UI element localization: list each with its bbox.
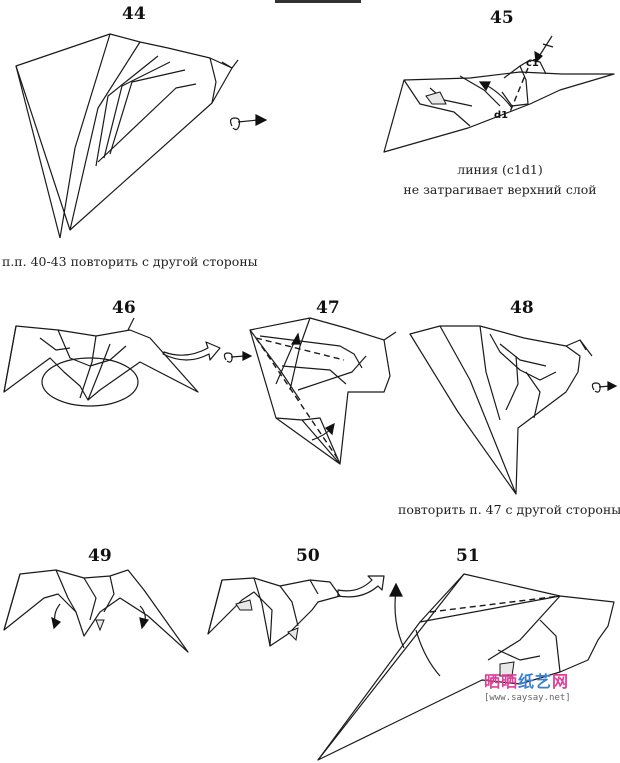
step-number-45: 45 bbox=[490, 8, 514, 28]
step48-figure bbox=[409, 325, 618, 495]
step-number-48: 48 bbox=[510, 298, 534, 318]
caption-step45-line2: не затрагивает верхний слой bbox=[403, 182, 597, 197]
step51-figure bbox=[317, 573, 615, 761]
step-number-49: 49 bbox=[88, 546, 112, 566]
watermark-part2: 纸艺 bbox=[518, 672, 553, 691]
watermark-logo: 晒晒纸艺网 bbox=[484, 668, 614, 692]
step47-figure bbox=[249, 317, 397, 465]
step-number-50: 50 bbox=[296, 546, 320, 566]
top-divider bbox=[275, 0, 361, 3]
step46-figure bbox=[3, 317, 253, 407]
step-number-47: 47 bbox=[316, 298, 340, 318]
step50-figure bbox=[207, 575, 385, 647]
caption-step45-line1: линия (c1d1) bbox=[457, 162, 543, 177]
watermark-part3: 网 bbox=[552, 672, 570, 691]
label-c1: c1 bbox=[526, 58, 539, 69]
step-number-51: 51 bbox=[456, 546, 480, 566]
step45-figure: c1 d1 bbox=[383, 35, 615, 153]
caption-step48: повторить п. 47 с другой стороны bbox=[398, 502, 620, 517]
label-d1: d1 bbox=[494, 110, 508, 121]
caption-step44: п.п. 40-43 повторить с другой стороны bbox=[2, 254, 258, 269]
watermark-url: [www.saysay.net] bbox=[484, 693, 571, 703]
step-number-46: 46 bbox=[112, 298, 136, 318]
step49-figure bbox=[3, 569, 189, 653]
watermark: 晒晒纸艺网 [www.saysay.net] bbox=[484, 668, 614, 703]
step-number-44: 44 bbox=[122, 4, 146, 24]
step44-figure bbox=[15, 33, 268, 239]
watermark-part1: 晒晒 bbox=[484, 672, 519, 691]
